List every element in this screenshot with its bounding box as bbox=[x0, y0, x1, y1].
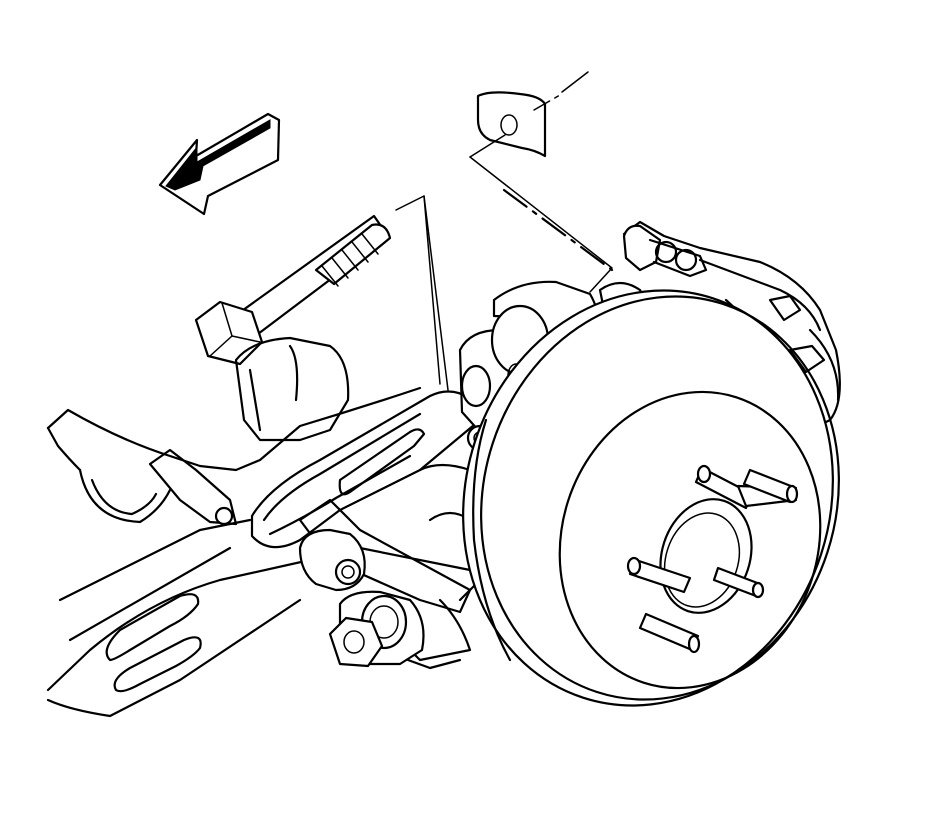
wheel-studs bbox=[626, 464, 799, 654]
wheel-stud-2 bbox=[742, 468, 799, 504]
wheel-stud-3 bbox=[626, 556, 692, 594]
toe-link-bolt bbox=[194, 214, 392, 366]
wheel-stud-5 bbox=[638, 612, 701, 654]
toe-link-arm bbox=[250, 390, 482, 549]
nut bbox=[328, 616, 462, 670]
lower-control-arm bbox=[298, 498, 472, 614]
leader-lines bbox=[395, 195, 449, 391]
wheel-stud-4 bbox=[712, 566, 765, 599]
direction-arrow bbox=[158, 112, 281, 216]
brake-rotor bbox=[462, 289, 840, 707]
rear-axle-beam bbox=[46, 336, 422, 718]
retaining-plate bbox=[469, 71, 614, 293]
